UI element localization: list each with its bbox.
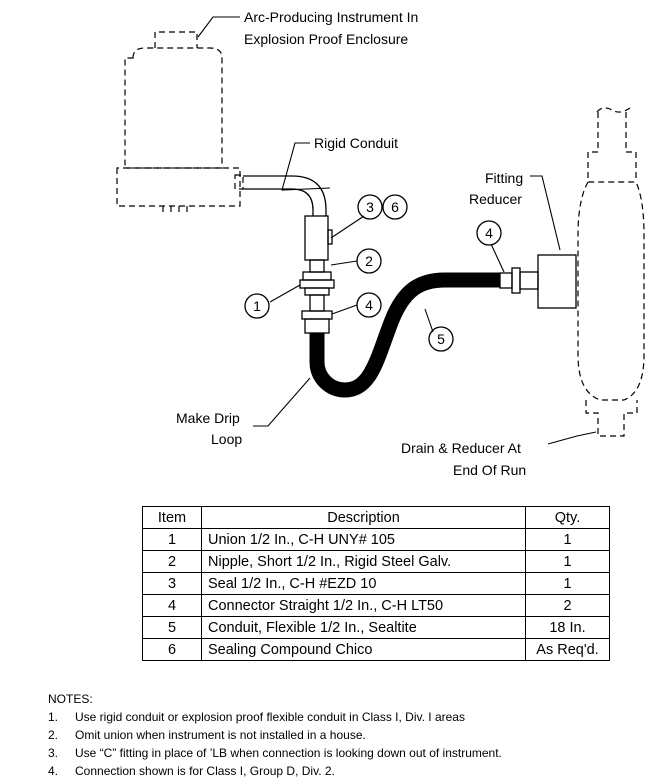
svg-text:6: 6 (391, 199, 399, 215)
svg-text:3: 3 (366, 199, 374, 215)
svg-text:4: 4 (485, 225, 493, 241)
cell-item: 4 (142, 594, 202, 617)
svg-text:5: 5 (437, 331, 445, 347)
nipple (309, 259, 325, 273)
cell-qty: 1 (525, 572, 610, 595)
table-row: 5 Conduit, Flexible 1/2 In., Sealtite 18… (142, 616, 610, 639)
table-row: 4 Connector Straight 1/2 In., C-H LT50 2 (142, 594, 610, 617)
callout-4-right: 4 (476, 220, 502, 246)
cell-item: 3 (142, 572, 202, 595)
cell-item: 2 (142, 550, 202, 573)
union (299, 271, 335, 296)
callout-1: 1 (244, 293, 270, 319)
cell-description: Connector Straight 1/2 In., C-H LT50 (201, 594, 526, 617)
note-text: Use rigid conduit or explosion proof fle… (75, 710, 465, 724)
header-description: Description (201, 506, 526, 529)
parts-table: Item Description Qty. 1 Union 1/2 In., C… (142, 506, 610, 661)
drain-label-line1: Drain & Reducer At (401, 440, 521, 456)
cell-description: Nipple, Short 1/2 In., Rigid Steel Galv. (201, 550, 526, 573)
callout-5: 5 (428, 326, 454, 352)
cell-description: Conduit, Flexible 1/2 In., Sealtite (201, 616, 526, 639)
svg-text:4: 4 (365, 297, 373, 313)
notes-section: NOTES: 1. Use rigid conduit or explosion… (48, 690, 502, 780)
conduit-installation-diagram: Arc-Producing Instrument In Explosion Pr… (116, 9, 645, 478)
notes-title: NOTES: (48, 692, 93, 706)
note-number: 3. (48, 746, 59, 760)
note-number: 2. (48, 728, 59, 742)
note-number: 4. (48, 764, 59, 778)
drip-loop-label-line2: Loop (211, 431, 242, 447)
note-item: 1. Use rigid conduit or explosion proof … (48, 708, 502, 726)
seal-fitting (304, 215, 329, 261)
cell-item: 1 (142, 528, 202, 551)
header-qty: Qty. (525, 506, 610, 529)
instrument-label-line2: Explosion Proof Enclosure (244, 31, 408, 47)
svg-text:2: 2 (365, 253, 373, 269)
vessel (577, 107, 645, 437)
fitting-label: Fitting (485, 170, 523, 186)
table-row: 2 Nipple, Short 1/2 In., Rigid Steel Gal… (142, 550, 610, 573)
svg-text:1: 1 (253, 298, 261, 314)
cell-qty: 1 (525, 550, 610, 573)
cell-qty: 2 (525, 594, 610, 617)
rigid-conduit-label: Rigid Conduit (314, 135, 398, 151)
instrument-label-line1: Arc-Producing Instrument In (244, 9, 418, 25)
cell-item: 5 (142, 616, 202, 639)
table-header-row: Item Description Qty. (142, 506, 610, 529)
reducer-label: Reducer (469, 191, 522, 207)
cell-description: Sealing Compound Chico (201, 638, 526, 661)
header-item: Item (142, 506, 202, 529)
cell-description: Union 1/2 In., C-H UNY# 105 (201, 528, 526, 551)
cell-item: 6 (142, 638, 202, 661)
callout-2: 2 (356, 248, 382, 274)
cell-qty: As Req'd. (525, 638, 610, 661)
drip-loop-label-line1: Make Drip (176, 410, 240, 426)
cell-description: Seal 1/2 In., C-H #EZD 10 (201, 572, 526, 595)
seal-plug (327, 229, 333, 245)
note-text: Use “C” fitting in place of ’LB when con… (75, 746, 502, 760)
instrument-enclosure (116, 31, 244, 215)
cell-qty: 1 (525, 528, 610, 551)
table-row: 1 Union 1/2 In., C-H UNY# 105 1 (142, 528, 610, 551)
note-item: 2. Omit union when instrument is not ins… (48, 726, 502, 744)
callout-3: 3 (357, 194, 383, 220)
callout-4-lower: 4 (356, 292, 382, 318)
drain-label-line2: End Of Run (453, 462, 526, 478)
callout-6: 6 (382, 194, 408, 220)
note-item: 3. Use “C” fitting in place of ’LB when … (48, 744, 502, 762)
table-row: 6 Sealing Compound Chico As Req'd. (142, 638, 610, 661)
rigid-conduit (243, 175, 327, 216)
cell-qty: 18 In. (525, 616, 610, 639)
note-item: 4. Connection shown is for Class I, Grou… (48, 762, 502, 780)
lower-connector (301, 294, 333, 334)
fitting-reducer (537, 254, 577, 309)
table-row: 3 Seal 1/2 In., C-H #EZD 10 1 (142, 572, 610, 595)
note-text: Omit union when instrument is not instal… (75, 728, 366, 742)
note-number: 1. (48, 710, 59, 724)
right-connector (499, 267, 539, 294)
note-text: Connection shown is for Class I, Group D… (75, 764, 335, 778)
